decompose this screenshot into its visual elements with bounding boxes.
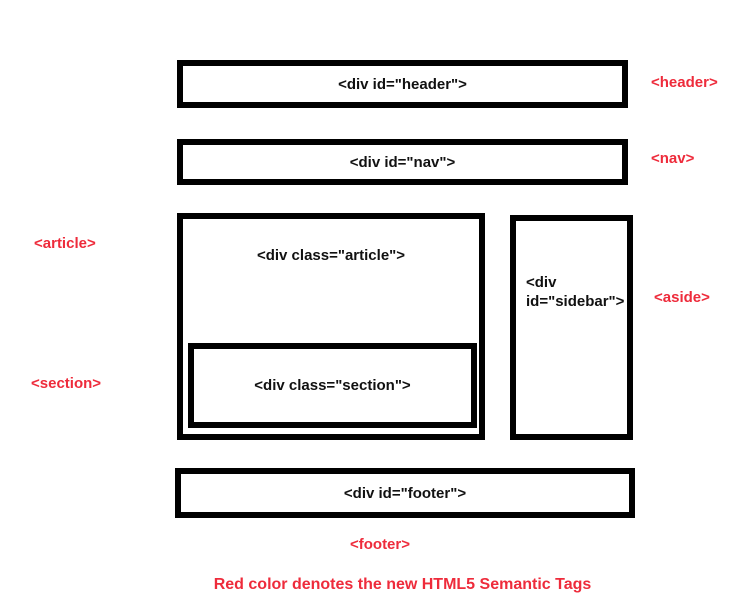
article-tag-label: <article> [34, 235, 96, 252]
nav-tag-label: <nav> [651, 150, 695, 167]
sidebar-div-label-line1: <div [526, 274, 557, 291]
header-tag-label: <header> [651, 74, 718, 91]
section-tag-label: <section> [31, 375, 102, 392]
nav-div-box: <div id="nav"> [177, 139, 628, 185]
section-div-label: <div class="section"> [254, 377, 411, 394]
header-div-box: <div id="header"> [177, 60, 628, 108]
article-div-label: <div class="article"> [256, 247, 406, 264]
header-div-label: <div id="header"> [338, 75, 467, 93]
diagram-caption: Red color denotes the new HTML5 Semantic… [213, 576, 592, 593]
aside-tag-label: <aside> [654, 289, 710, 306]
footer-div-label: <div id="footer"> [343, 484, 467, 502]
sidebar-div-label-line2: id="sidebar"> [526, 293, 625, 310]
footer-div-box: <div id="footer"> [175, 468, 635, 518]
sidebar-div-label: <div id="sidebar"> [526, 273, 624, 311]
section-div-box: <div class="section"> [188, 343, 477, 428]
sidebar-div-box: <div id="sidebar"> [510, 215, 633, 440]
nav-div-label: <div id="nav"> [349, 153, 456, 171]
footer-tag-label: <footer> [349, 536, 410, 553]
